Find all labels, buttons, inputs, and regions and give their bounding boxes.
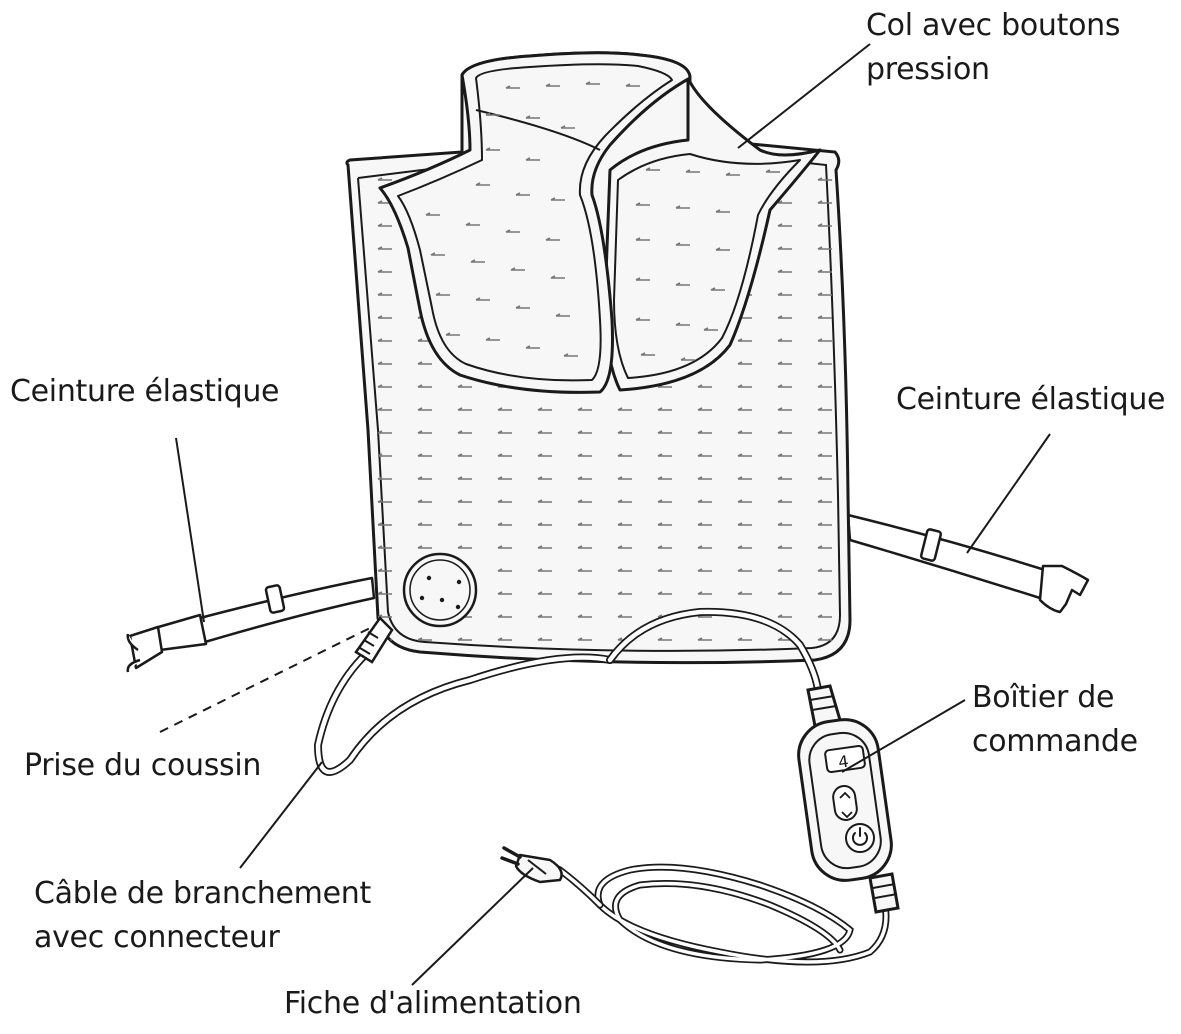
- leader-collar: [738, 44, 870, 148]
- control-box: 4: [794, 686, 898, 912]
- label-control-line2: commande: [972, 720, 1138, 764]
- label-socket: Prise du coussin: [24, 744, 261, 788]
- connection-cable: [318, 612, 886, 962]
- label-belt-left: Ceinture élastique: [10, 370, 279, 414]
- pad-cable-connector: [356, 618, 392, 662]
- left-elastic-belt: [128, 578, 374, 672]
- leader-belt-right: [967, 434, 1050, 553]
- right-elastic-belt: [848, 515, 1088, 612]
- label-collar-line1: Col avec boutons: [866, 4, 1120, 48]
- label-cable-line1: Câble de branchement: [34, 872, 371, 916]
- label-belt-right: Ceinture élastique: [896, 378, 1165, 422]
- power-plug: [502, 848, 562, 882]
- label-control-line1: Boîtier de: [972, 676, 1114, 720]
- label-collar-line2: pression: [866, 48, 990, 92]
- leader-plug: [412, 868, 533, 985]
- pad-socket-patch: [404, 554, 476, 626]
- leader-belt-left: [176, 438, 204, 622]
- label-cable-line2: avec connecteur: [34, 916, 280, 960]
- label-plug: Fiche d'alimentation: [284, 982, 582, 1026]
